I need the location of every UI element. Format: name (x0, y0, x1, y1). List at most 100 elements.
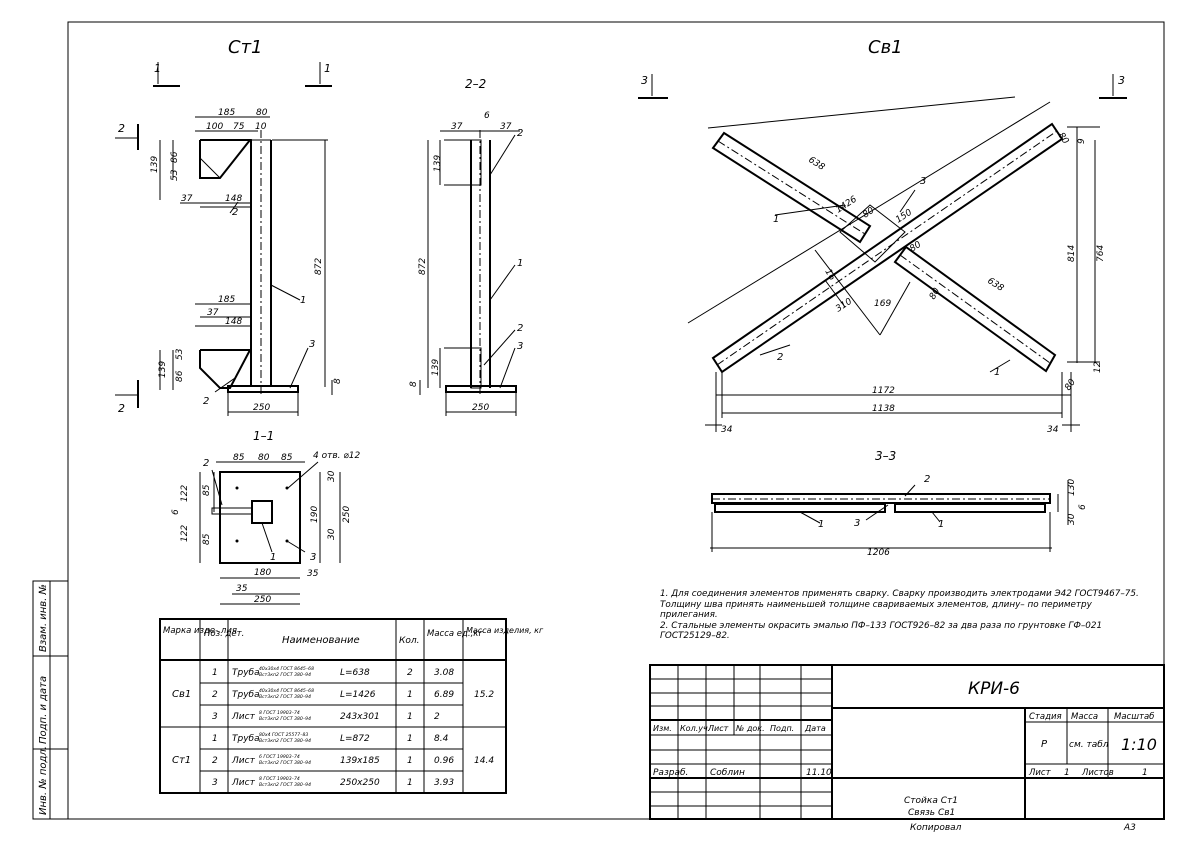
st1-pos-1: 1 (300, 295, 306, 306)
st1-dim-8: 8 (333, 378, 343, 384)
tb-sheet: 1 (1064, 768, 1070, 778)
spec-row-mark: Св1 (172, 689, 191, 700)
spec-header-mark: Марка изде- лия (163, 626, 237, 636)
sec22-dim-250: 250 (472, 403, 489, 413)
st1-dim-139-top: 139 (150, 156, 160, 173)
sec33-dimensions: 2 1 3 1 1206 130 30 6 (818, 474, 1088, 558)
st1-dim-139-bottom: 139 (158, 361, 168, 378)
spec-row-pos: 2 (212, 690, 218, 700)
sec11-dim-85-b: 85 (281, 453, 293, 463)
note-line-5: ГОСТ25129–82. (660, 631, 730, 641)
sec11-dim-85-left: 85 (202, 484, 212, 496)
spec-row-pos: 1 (212, 668, 218, 678)
note-line-4: 2. Стальные элементы окрасить эмалью ПФ–… (660, 621, 1102, 631)
sv1-pos-2: 2 (777, 352, 783, 363)
sec22-dimensions: 37 6 37 2 139 872 1 2 3 139 8 250 (409, 111, 523, 413)
spec-header-total-mass: Масса изделия, кг (466, 626, 544, 635)
sec11-dim-85-a: 85 (233, 453, 245, 463)
spec-row-name: Труба (232, 690, 260, 700)
tb-developer-name: Соблин (710, 768, 745, 778)
spec-row-mass: 2 (434, 712, 440, 722)
spec-table: Марка изде- лия Поз. дет. Наименование К… (159, 618, 544, 794)
tb-col-doc: № док. (735, 724, 765, 733)
sec11-dim-30-top: 30 (327, 470, 337, 482)
sec22-dim-8: 8 (409, 381, 419, 387)
sv1-dim-638-top: 638 (806, 155, 826, 173)
spec-row-gost-bot: Вст3кп2 ГОСТ 380–94 (259, 782, 311, 788)
note-line-2: Толщину шва принять наименьшей толщине с… (660, 600, 1093, 610)
sec11-dim-250-bottom: 250 (254, 595, 271, 605)
sec33-dim-1206: 1206 (867, 548, 890, 558)
sec11-dim-35-right: 35 (307, 569, 319, 579)
sv1-pos-3: 3 (920, 176, 926, 187)
spec-row-pos: 3 (212, 778, 218, 788)
spec-row-size: L=638 (340, 668, 370, 678)
sv1-pos-1-right: 1 (994, 367, 1000, 378)
tb-col-izm: Изм. (653, 724, 672, 733)
sec11-dim-190: 190 (310, 506, 320, 523)
sec33-pos-1-right: 1 (938, 519, 944, 530)
st1-dim-75: 75 (233, 122, 245, 132)
st1-dim-250: 250 (253, 403, 270, 413)
sv1-dim-814: 814 (1067, 245, 1077, 262)
tb-developer-label: Разраб. (653, 768, 688, 778)
sv1-dim-80-d: 80 (1063, 377, 1078, 392)
stamp-replace-label: Взам. инв. № (38, 584, 49, 652)
tb-col-kolch: Кол.уч. (680, 724, 710, 733)
sec33-pos-2: 2 (924, 474, 930, 485)
sv1-pos-1-left: 1 (773, 214, 779, 225)
sec11-pos-3: 3 (310, 552, 316, 563)
sec22-pos-2-bottom: 2 (517, 323, 523, 334)
sec22-dim-872: 872 (418, 258, 428, 275)
sec22-dim-6: 6 (484, 111, 490, 121)
sec33-dim-130: 130 (1067, 479, 1077, 496)
spec-row-gost-top: 6 ГОСТ 19903–74 (259, 754, 300, 760)
sec11-dim-122-top: 122 (180, 485, 190, 502)
tb-sheets-label: Листов (1081, 768, 1114, 778)
spec-row-size: 243х301 (340, 712, 380, 722)
tb-sheets: 1 (1142, 768, 1148, 778)
st1-pos-2-bottom: 2 (203, 396, 209, 407)
tb-mass: см. табл (1069, 740, 1109, 750)
st1-dim-872: 872 (314, 258, 324, 275)
tb-title-line1: Стойка Ст1 (904, 796, 958, 806)
tb-mass-label: Масса (1071, 712, 1098, 722)
spec-row-total: 14.4 (474, 756, 494, 766)
sec11-dim-80: 80 (258, 453, 270, 463)
sec22-pos-1: 1 (517, 258, 523, 269)
sv1-dimensions: 638 3 1 1426 80 150 80 16 310 169 638 80… (721, 131, 1106, 435)
cut-3-right: 3 (1118, 74, 1125, 87)
sv1-title: Св1 (868, 37, 903, 58)
view-sec22: 2–2 (419, 77, 520, 416)
cut-3-left: 3 (641, 74, 648, 87)
spec-row-qty: 1 (407, 756, 413, 766)
spec-row-name: Лист (231, 712, 256, 722)
sec22-title: 2–2 (465, 77, 486, 91)
st1-dim-37-top: 37 (181, 194, 193, 204)
sec22-dim-37-right: 37 (500, 122, 512, 132)
sec11-dim-85-left-bottom: 85 (202, 533, 212, 545)
sec33-dim-30: 30 (1067, 513, 1077, 525)
st1-dim-185-bottom: 185 (218, 295, 235, 305)
title-block: КРИ-6 Изм. Кол.уч. Лист № док. Подп. Дат… (649, 664, 1165, 820)
sv1-dim-1172: 1172 (872, 386, 895, 396)
note-line-1: 1. Для соединения элементов применять св… (660, 589, 1139, 599)
spec-row-mark: Ст1 (172, 755, 191, 766)
st1-dim-10: 10 (255, 122, 267, 132)
spec-row-mass: 6.89 (434, 690, 454, 700)
sec33-title: 3–3 (875, 449, 896, 463)
spec-row-gost-top: 40х30х4 ГОСТ 8645–68 (259, 688, 314, 694)
st1-dim-37-bottom: 37 (207, 308, 219, 318)
spec-row-gost-top: 80х4 ГОСТ 25577–83 (259, 732, 308, 738)
spec-row-gost-top: 8 ГОСТ 19903–74 (259, 776, 300, 782)
view-sec11: 1–1 (199, 429, 341, 605)
spec-row-mass: 0.96 (434, 756, 454, 766)
sec11-dim-122-bottom: 122 (180, 525, 190, 542)
spec-row-name: Труба (232, 668, 260, 678)
spec-row-pos: 2 (212, 756, 218, 766)
cut-2-top: 2 (118, 122, 125, 135)
sv1-dim-638-bottom: 638 (985, 276, 1005, 294)
st1-title: Ст1 (228, 37, 263, 58)
sec33-dim-6: 6 (1078, 504, 1088, 510)
